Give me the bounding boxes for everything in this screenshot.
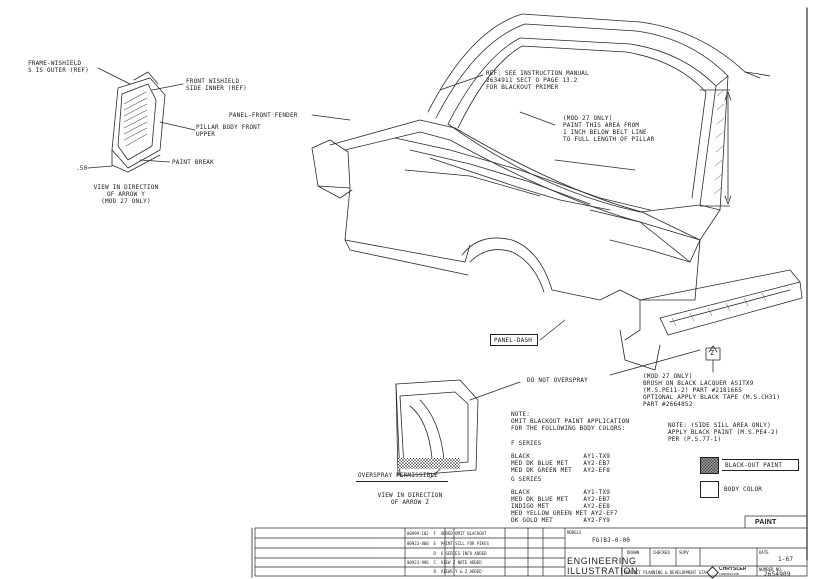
department-text: PRODUCT PLANNING & DEVELOPMENT STAFF — [624, 570, 706, 575]
ref-note: REF: SEE INSTRUCTION MANUAL 2634911 SECT… — [486, 70, 589, 91]
chrysler-logo: CHRYSLER CORPORATION — [706, 566, 756, 579]
engineering-label: ENGINEERING — [567, 556, 637, 566]
dimension-label: .50 — [76, 165, 88, 172]
date-label: DATE — [759, 550, 769, 555]
arrow-z-marker — [705, 345, 721, 373]
illustration-label: ILLUSTRATION — [567, 566, 639, 576]
sill-note: NOTE: (SIDE SILL AREA ONLY) APPLY BLACK … — [668, 422, 779, 443]
body-shell-drawing — [311, 13, 803, 376]
body-color-label: BODY COLOR — [724, 486, 763, 493]
paint-break-callout: PAINT BREAK — [172, 159, 214, 166]
pentastar-icon — [706, 566, 719, 579]
revision-row: 00999-102 F ADDED OMIT BLACKOUT — [407, 531, 487, 536]
do-not-overspray-label: DO NOT OVERSPRAY — [527, 377, 588, 384]
arrow-z-letter: Z — [710, 349, 715, 357]
revision-row: 00923-996 C VIEW Z NOTE ADDED — [407, 560, 482, 565]
view-z-blackout-strip — [398, 458, 460, 469]
view-y-pillar-drawing — [87, 67, 196, 173]
blackout-paint-label-box: BLACK-OUT PAINT — [722, 459, 799, 471]
sill-blackout-hatch — [671, 292, 767, 327]
view-y-caption: VIEW IN DIRECTION OF ARROW Y (MOD 27 ONL… — [93, 184, 159, 205]
frame-windshield-callout: FRAME-WISHIELD S IS OUTER (REF) — [28, 60, 89, 74]
checked-label: CHECKED — [653, 550, 670, 555]
pillar-body-callout: PILLAR BODY FRONT UPPER — [196, 124, 261, 138]
models-label: MODELS — [567, 530, 582, 535]
view-z-drawing — [395, 379, 521, 479]
overspray-permissible-label: OVERSPRAY PERMISSIBLE — [358, 472, 439, 479]
number-value: 2654909 — [764, 571, 791, 578]
date-value: 1-67 — [778, 556, 794, 563]
f-series-title: F SERIES — [511, 440, 542, 447]
view-z-caption: VIEW IN DIRECTION OF ARROW Z — [377, 492, 443, 506]
brand-sub: CORPORATION — [719, 572, 739, 576]
drawn-label: DRAWN — [627, 550, 640, 555]
revision-row: D G SERIES INFO ADDED — [407, 551, 487, 556]
supv-label: SUPV — [679, 550, 689, 555]
front-windshield-callout: FRONT WISHIELD SIDE INNER (REF) — [186, 78, 247, 92]
drawing-number: FG(BJ-0-00 — [592, 537, 631, 544]
title-block-grid — [254, 515, 808, 577]
omit-note-heading: NOTE: OMIT BLACKOUT PAINT APPLICATION FO… — [511, 411, 630, 432]
section-title: PAINT — [755, 519, 777, 526]
blackout-paint-label: BLACK-OUT PAINT — [725, 462, 783, 469]
number-label: NUMBER NO. — [759, 567, 784, 572]
body-color-swatch — [700, 481, 719, 498]
g-series-colors: BLACK AY1-TX9 MED DK BLUE MET AY2-EB7 IN… — [511, 489, 618, 524]
overspray-permissible-underline: OVERSPRAY PERMISSIBLE — [356, 472, 448, 482]
pillar-blackout-hatch — [713, 89, 725, 195]
brush-note: (MOD 27 ONLY) BRUSH ON BLACK LACQUER AS1… — [643, 373, 781, 408]
blackout-hatch-pillar — [123, 91, 148, 147]
g-series-title: G SERIES — [511, 476, 542, 483]
blackout-paint-swatch — [700, 457, 719, 474]
revision-row: B VIEWS Y & Z ADDED — [407, 569, 482, 574]
panel-front-fender-label: PANEL-FRONT FENDER — [229, 112, 298, 119]
f-series-colors: BLACK AY1-TX9 MED DK BLUE MET AY2-EB7 ME… — [511, 453, 611, 474]
revision-row: 00923-800 E PAINT SILL FOR PIKES — [407, 541, 489, 546]
panel-dash-label: PANEL-DASH — [494, 337, 533, 344]
brand-name: CHRYSLER — [719, 567, 747, 572]
mod27-pillar-note: (MOD 27 ONLY) PAINT THIS AREA FROM 1 INC… — [563, 115, 655, 143]
panel-dash-label-box: PANEL-DASH — [490, 334, 538, 346]
